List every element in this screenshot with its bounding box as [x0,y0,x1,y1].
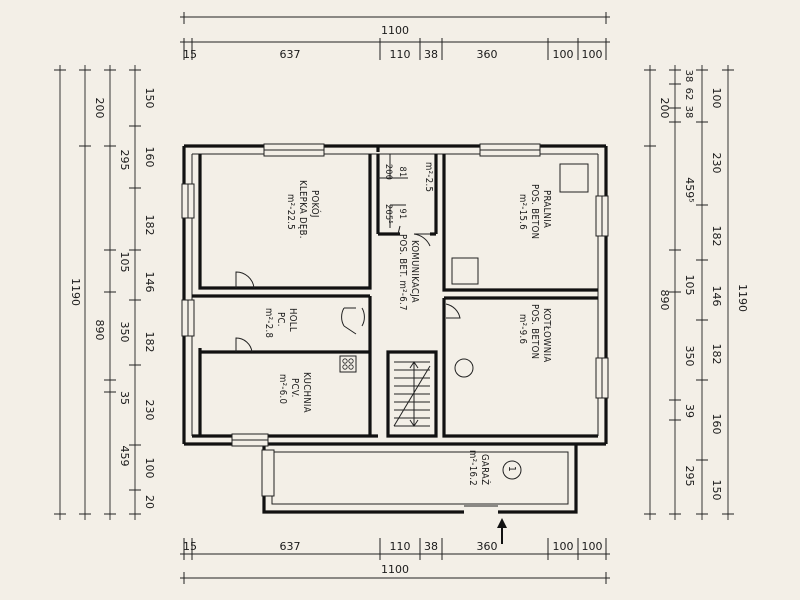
doors [235,225,461,353]
top-dimensions: 1100 15 637 110 38 360 100 100 [180,12,610,61]
door-size-b: 200 [383,164,393,180]
sink-icon [451,257,479,285]
door-size-c: 91 [397,209,407,220]
pralnia-floor: POS. BETON [529,184,540,239]
windows [181,143,609,497]
right-detail-4: 146 [710,286,723,307]
right-detail-5: 182 [710,344,723,365]
left-detail-5: 182 [143,332,156,353]
right-inner-2: 62 [683,88,694,101]
top-seg-5: 360 [477,48,498,61]
right-detail-1: 100 [710,88,723,109]
pokoj-area: m²-22.5 [285,194,296,230]
right-detail-2: 230 [710,153,723,174]
right-inner-7: 39 [683,404,696,418]
left-dimensions: 1190 200 890 295 105 350 35 459 150 160 … [54,65,156,520]
left-mid-2: 890 [93,320,106,341]
right-mid-2: 890 [658,290,671,311]
bottom-seg-4: 38 [424,540,438,553]
left-inner-4: 35 [118,391,131,405]
left-mid-1: 200 [93,98,106,119]
entrance-number: 1 [506,466,517,472]
fixtures [339,154,589,378]
left-detail-3: 182 [143,215,156,236]
left-detail-1: 150 [143,88,156,109]
bottom-seg-3: 110 [390,540,411,553]
top-seg-2: 637 [280,48,301,61]
right-mid-1: 200 [658,98,671,119]
boiler-icon [454,358,474,378]
door-size-a: 81 [397,167,407,178]
kuchnia-floor: PCV. [289,378,300,398]
washer-icon [559,163,589,193]
left-detail-4: 146 [143,272,156,293]
right-detail-7: 150 [710,480,723,501]
stove-icon [339,355,357,373]
entrance-marker: 1 [502,460,522,480]
bottom-total-dim: 1100 [381,563,409,576]
left-inner-3: 350 [118,322,131,343]
bottom-seg-7: 100 [582,540,603,553]
top-total-dim: 1100 [381,24,409,37]
entrance-arrow-icon [497,518,507,544]
kuchnia-name: KUCHNIA [301,372,312,413]
kotlownia-name: KOTŁOWNIA [541,308,552,362]
bottom-seg-5: 360 [477,540,498,553]
hall-name: HOLL [287,308,298,332]
hall-area: m²-2.8 [263,308,274,338]
door-size-d: 205⁵ [383,204,393,224]
top-seg-6: 100 [553,48,574,61]
left-total-dim: 1190 [69,278,82,306]
bottom-seg-1: 15 [183,540,197,553]
left-inner-1: 295 [118,150,131,171]
kuchnia-area: m²-6.0 [277,374,288,404]
bottom-dimensions: 15 637 110 38 360 100 100 1100 [180,538,610,584]
right-inner-3: 38 [683,106,694,119]
garaz-name: GARAŻ [479,454,490,485]
right-inner-8: 295 [683,466,696,487]
right-inner-5: 105 [683,275,696,296]
kotlownia-floor: POS. BETON [529,304,540,359]
stairs [393,361,431,427]
right-inner-6: 350 [683,346,696,367]
right-detail-6: 160 [710,414,723,435]
hall-floor: PC. [275,312,286,327]
left-detail-6: 230 [143,400,156,421]
top-seg-4: 38 [424,48,438,61]
left-inner-2: 105 [118,252,131,273]
right-dimensions: 200 890 38 62 38 459⁵ 105 350 39 295 100… [644,65,749,520]
pralnia-area: m²-15.6 [517,194,528,230]
right-inner-1: 38 [683,70,694,83]
left-detail-8: 20 [143,495,156,509]
room-labels: POKÓJ KLEPKA DĘB. m²-22.5 HOLL PC. m²-2.… [263,162,552,486]
wc-area: m²-2.5 [423,162,434,192]
top-seg-7: 100 [582,48,603,61]
komunikacja-floor-area: POS. BET. m²-6.7 [397,234,408,311]
bottom-seg-2: 637 [280,540,301,553]
garaz-area: m²-16.2 [467,450,478,486]
kotlownia-area: m²-9.6 [517,314,528,344]
left-detail-7: 100 [143,458,156,479]
right-inner-4: 459⁵ [683,177,696,202]
top-seg-3: 110 [390,48,411,61]
right-total-dim: 1190 [736,284,749,312]
top-seg-1: 15 [183,48,197,61]
left-detail-2: 160 [143,147,156,168]
right-detail-3: 182 [710,226,723,247]
pokoj-name: POKÓJ [309,190,321,218]
bottom-seg-6: 100 [553,540,574,553]
komunikacja-name: KOMUNIKACJA [409,240,420,303]
pokoj-floor: KLEPKA DĘB. [297,180,308,239]
left-inner-5: 459 [118,446,131,467]
door-size-labels: 81 200 91 205⁵ [383,164,407,224]
pralnia-name: PRALNIA [541,190,552,228]
